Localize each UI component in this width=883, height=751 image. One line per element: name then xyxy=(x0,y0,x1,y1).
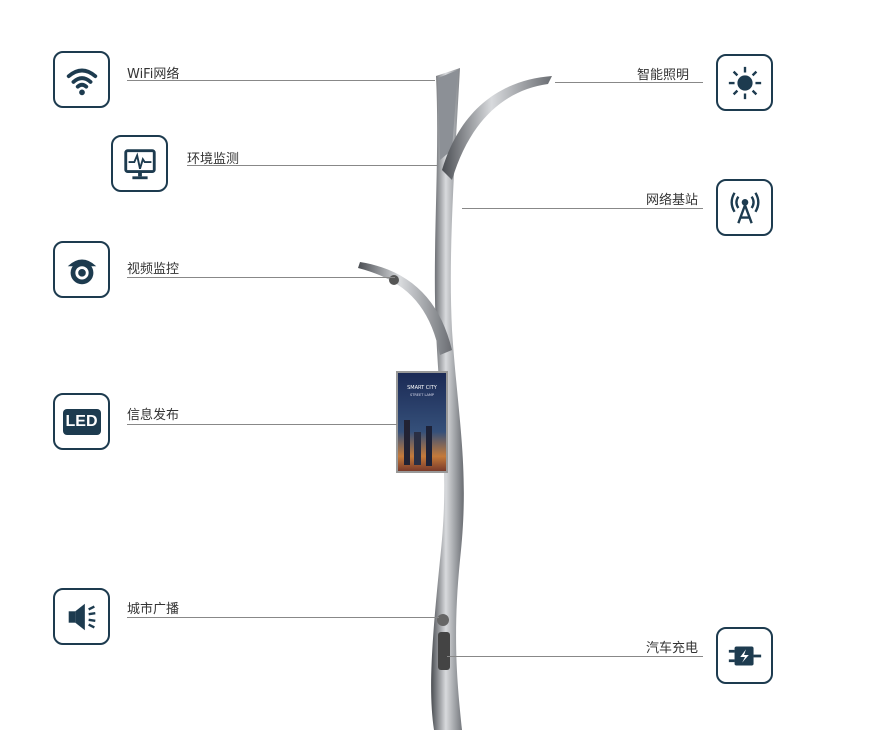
label-charging: 汽车充电 xyxy=(646,641,699,656)
screen-title: SMART CITY xyxy=(407,385,437,391)
leader-line xyxy=(127,617,439,618)
label-basestation: 网络基站 xyxy=(646,193,699,208)
left-arm xyxy=(358,262,452,355)
antenna-tower-icon xyxy=(716,179,773,236)
pole-panel xyxy=(438,70,458,160)
label-info: 信息发布 xyxy=(127,408,180,423)
led-icon: LED xyxy=(53,393,110,450)
leader-line xyxy=(127,80,435,81)
screen-subtitle: STREET LAMP xyxy=(409,393,435,397)
label-env: 环境监测 xyxy=(187,152,240,167)
speaker xyxy=(437,614,449,626)
ev-charger-icon xyxy=(716,627,773,684)
sun-light-icon xyxy=(716,54,773,111)
leader-line xyxy=(187,165,437,166)
wifi-icon xyxy=(53,51,110,108)
label-broadcast: 城市广播 xyxy=(127,602,180,617)
led-icon-text: LED xyxy=(62,408,101,435)
camera-dome-icon xyxy=(53,241,110,298)
label-video: 视频监控 xyxy=(127,262,180,277)
leader-line xyxy=(555,82,703,83)
label-wifi: WiFi网络 xyxy=(127,67,180,82)
monitor-pulse-icon xyxy=(111,135,168,192)
charger xyxy=(438,632,450,670)
leader-line xyxy=(462,208,703,209)
leader-line xyxy=(127,424,397,425)
speaker-icon xyxy=(53,588,110,645)
right-arm xyxy=(442,76,552,180)
label-lighting: 智能照明 xyxy=(637,68,690,83)
leader-line xyxy=(447,656,703,657)
leader-line xyxy=(127,277,395,278)
